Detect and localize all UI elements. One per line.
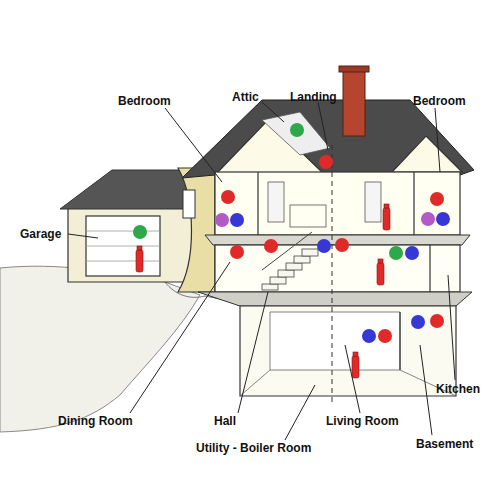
wall <box>257 172 258 235</box>
wall <box>413 172 414 235</box>
door <box>365 182 381 222</box>
extinguishers <box>136 204 390 378</box>
door-panels <box>86 231 160 261</box>
room-label: Living Room <box>326 414 399 428</box>
back-wall <box>270 312 400 370</box>
wall <box>399 312 400 370</box>
wall <box>429 245 430 292</box>
banister <box>290 205 326 227</box>
room-label: Garage <box>20 227 61 241</box>
room-label: Bedroom <box>118 94 171 108</box>
attic-space <box>262 112 330 155</box>
chimney <box>343 70 365 136</box>
floor-line <box>240 370 270 396</box>
lawn <box>0 266 200 432</box>
garage-door <box>86 216 160 276</box>
handrail <box>262 232 312 270</box>
section-line <box>332 145 333 404</box>
alarm-dots <box>133 123 450 343</box>
outer-wall <box>178 168 215 292</box>
room-label: Kitchen <box>436 382 480 396</box>
room-label: Bedroom <box>413 94 466 108</box>
basement <box>240 306 456 396</box>
window <box>183 190 195 218</box>
upper-floor <box>215 172 460 235</box>
room-label: Hall <box>214 414 236 428</box>
door <box>268 182 284 222</box>
ground-floor <box>215 245 460 292</box>
right-gable <box>392 136 462 172</box>
room-label: Utility - Boiler Room <box>196 441 311 455</box>
room-label: Attic <box>232 90 259 104</box>
basement-slab <box>198 292 472 306</box>
stairs <box>262 249 318 290</box>
leader-lines <box>68 102 455 440</box>
room-label: Dining Room <box>58 414 133 428</box>
roof <box>182 100 474 178</box>
room-label: Basement <box>416 437 473 451</box>
room-label: Landing <box>290 90 337 104</box>
chimney-cap <box>339 66 369 72</box>
